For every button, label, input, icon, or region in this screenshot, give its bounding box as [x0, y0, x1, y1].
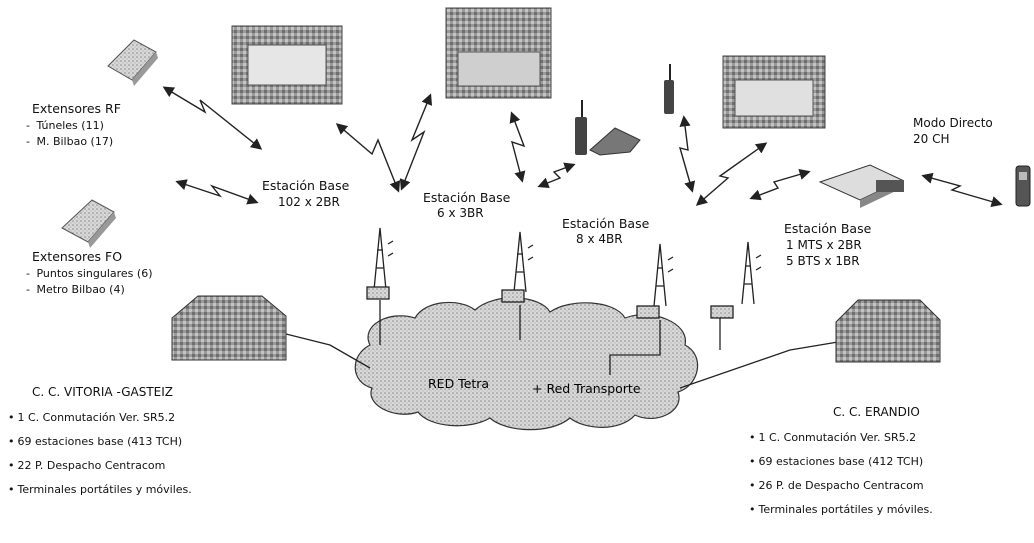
modo-directo-channels: 20 CH	[913, 132, 950, 146]
list-item: Terminales portátiles y móviles.	[8, 482, 192, 506]
cloud-links	[249, 300, 851, 389]
tower-2-icon	[501, 231, 534, 303]
cc-erandio-list: 1 C. Conmutación Ver. SR5.2 69 estacione…	[749, 430, 933, 526]
extensores-rf-list: Túneles (11) M. Bilbao (17)	[26, 118, 113, 150]
base-station-3-detail: 8 x 4BR	[576, 232, 623, 246]
portable-radio-icon	[575, 100, 587, 155]
tower-4-icon	[710, 241, 762, 319]
vehicle-photo-1	[231, 25, 343, 105]
network-cloud	[354, 297, 699, 431]
portable-radio-icon	[664, 64, 674, 114]
cloud-label-tetra: RED Tetra	[428, 376, 489, 391]
building-erandio-icon	[835, 299, 941, 363]
list-item: Terminales portátiles y móviles.	[749, 502, 933, 526]
base-station-2-detail: 6 x 3BR	[437, 206, 484, 220]
list-item: Puntos singulares (6)	[26, 266, 152, 282]
cc-vitoria-list: 1 C. Conmutación Ver. SR5.2 69 estacione…	[8, 410, 192, 506]
extensor-rf-device-icon	[107, 39, 158, 86]
handheld-terminal-icon	[1015, 165, 1031, 207]
list-item: 22 P. Despacho Centracom	[8, 458, 192, 482]
modo-directo-label: Modo Directo	[913, 116, 993, 130]
list-item: 26 P. de Despacho Centracom	[749, 478, 933, 502]
cc-vitoria-title: C. C. VITORIA -GASTEIZ	[32, 385, 174, 399]
extensores-fo-list: Puntos singulares (6) Metro Bilbao (4)	[26, 266, 153, 298]
list-item: M. Bilbao (17)	[26, 134, 113, 150]
list-item: 69 estaciones base (413 TCH)	[8, 434, 192, 458]
tower-1-icon	[366, 227, 394, 300]
radio-links	[162, 86, 1003, 208]
base-station-2-label: Estación Base	[423, 190, 511, 205]
extensor-fo-device-icon	[61, 199, 116, 248]
tower-3-icon	[636, 243, 674, 319]
building-vitoria-icon	[171, 295, 287, 361]
cc-erandio-title: C. C. ERANDIO	[833, 405, 920, 419]
base-station-1-detail: 102 x 2BR	[278, 195, 340, 209]
list-item: 1 C. Conmutación Ver. SR5.2	[749, 430, 933, 454]
list-item: 69 estaciones base (412 TCH)	[749, 454, 933, 478]
base-station-3-label: Estación Base	[562, 216, 650, 231]
extensores-rf-title: Extensores RF	[32, 101, 121, 116]
extensores-fo-title: Extensores FO	[32, 249, 123, 264]
list-item: 1 C. Conmutación Ver. SR5.2	[8, 410, 192, 434]
base-station-1-label: Estación Base	[262, 178, 350, 193]
base-station-4-detail2: 5 BTS x 1BR	[786, 254, 860, 268]
base-station-4-label: Estación Base	[784, 221, 872, 236]
cloud-label-transporte: + Red Transporte	[532, 381, 641, 396]
vehicle-photo-3	[722, 55, 826, 129]
mobile-radio-icon	[589, 127, 641, 156]
list-item: Túneles (11)	[26, 118, 113, 134]
vehicle-photo-2	[445, 7, 552, 99]
list-item: Metro Bilbao (4)	[26, 282, 153, 298]
dispatch-console-icon	[818, 164, 904, 208]
base-station-4-detail: 1 MTS x 2BR	[786, 238, 862, 252]
